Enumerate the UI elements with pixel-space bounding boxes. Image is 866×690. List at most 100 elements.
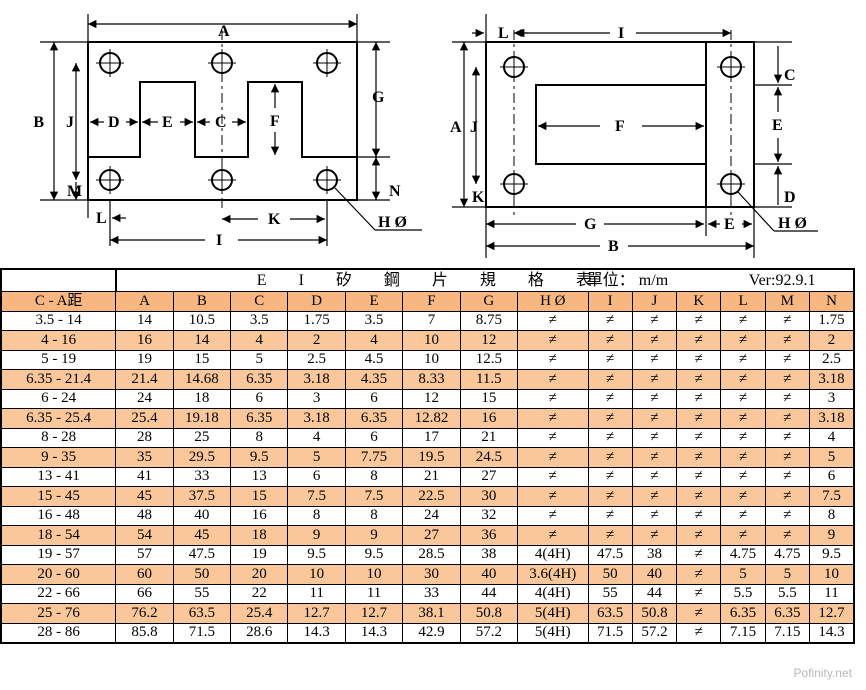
table-cell: 12.5 xyxy=(459,349,519,370)
table-cell: 4 xyxy=(230,330,289,351)
i-label-e: E xyxy=(772,117,783,134)
header-cell-c: C xyxy=(230,291,289,312)
i-dimension-lines xyxy=(452,14,818,258)
row-size-label: 16 - 48 xyxy=(0,505,117,526)
table-cell: ≠ xyxy=(517,427,589,448)
table-cell: 40 xyxy=(172,505,232,526)
table-cell: ≠ xyxy=(631,349,678,370)
table-cell: 6 xyxy=(344,427,404,448)
row-size-label: 5 - 19 xyxy=(0,349,117,370)
table-cell: ≠ xyxy=(587,330,633,351)
row-size-label: 3.5 - 14 xyxy=(0,310,117,331)
i-label-k: K xyxy=(472,189,485,206)
table-cell: ≠ xyxy=(676,505,722,526)
table-cell: 47.5 xyxy=(172,544,232,565)
table-cell: 16 xyxy=(115,330,174,351)
header-cell-f: F xyxy=(402,291,461,312)
row-size-label: 28 - 86 xyxy=(0,622,117,644)
table-cell: 2.5 xyxy=(809,349,855,370)
table-cell: 37.5 xyxy=(172,486,232,507)
table-cell: 7 xyxy=(402,310,461,331)
table-cell: 5 xyxy=(809,447,855,468)
table-cell: ≠ xyxy=(764,505,811,526)
table-cell: 50.8 xyxy=(631,603,678,624)
table-version: Ver:92.9.1 xyxy=(748,272,816,289)
table-cell: ≠ xyxy=(764,466,811,487)
table-cell: 3.5 xyxy=(230,310,289,331)
table-cell: 14.3 xyxy=(344,622,404,644)
table-cell: 9 xyxy=(809,525,855,546)
table-cell: 4 xyxy=(809,427,855,448)
header-cell-d: D xyxy=(287,291,346,312)
table-cell: 57.2 xyxy=(459,622,519,644)
table-cell: ≠ xyxy=(764,330,811,351)
header-cell-l: L xyxy=(720,291,766,312)
table-cell: ≠ xyxy=(764,408,811,429)
table-cell: ≠ xyxy=(587,388,633,409)
table-cell: 27 xyxy=(402,525,461,546)
table-cell: 3 xyxy=(287,388,346,409)
table-cell: 5(4H) xyxy=(517,603,589,624)
row-size-label: 6.35 - 21.4 xyxy=(0,369,117,390)
table-cell: 4.5 xyxy=(344,349,404,370)
table-cell: 7.15 xyxy=(764,622,811,644)
table-cell: 17 xyxy=(402,427,461,448)
e-hole-bottom-left xyxy=(96,166,124,194)
i-label-l: L xyxy=(498,25,509,42)
table-cell: 15 xyxy=(459,388,519,409)
table-cell: ≠ xyxy=(587,466,633,487)
table-cell: 10 xyxy=(402,349,461,370)
table-cell: 6.35 xyxy=(230,369,289,390)
table-cell: 2.5 xyxy=(287,349,346,370)
table-cell: ≠ xyxy=(517,330,589,351)
table-cell: ≠ xyxy=(720,349,766,370)
table-cell: ≠ xyxy=(676,408,722,429)
table-cell: 1.75 xyxy=(809,310,855,331)
table-cell: 24 xyxy=(402,505,461,526)
table-cell: ≠ xyxy=(631,408,678,429)
table-cell: ≠ xyxy=(517,310,589,331)
table-cell: 3.18 xyxy=(809,369,855,390)
table-cell: 14.68 xyxy=(172,369,232,390)
table-cell: 15 xyxy=(230,486,289,507)
table-cell: ≠ xyxy=(587,486,633,507)
table-cell: 10 xyxy=(344,564,404,585)
table-cell: 12.7 xyxy=(809,603,855,624)
table-cell: ≠ xyxy=(676,310,722,331)
table-cell: 28.6 xyxy=(230,622,289,644)
table-cell: ≠ xyxy=(587,447,633,468)
table-cell: 24.5 xyxy=(459,447,519,468)
table-cell: 22 xyxy=(230,583,289,604)
table-cell: 1.75 xyxy=(287,310,346,331)
table-corner-cell xyxy=(0,269,117,292)
table-cell: 33 xyxy=(172,466,232,487)
table-cell: 38.1 xyxy=(402,603,461,624)
row-size-label: 6.35 - 25.4 xyxy=(0,408,117,429)
table-cell: 76.2 xyxy=(115,603,174,624)
table-cell: 8.75 xyxy=(459,310,519,331)
i-label-d: D xyxy=(784,189,796,206)
table-cell: 18 xyxy=(172,388,232,409)
i-label-h: H Ø xyxy=(778,215,807,232)
table-cell: ≠ xyxy=(587,427,633,448)
table-cell: ≠ xyxy=(517,369,589,390)
header-cell-b: B xyxy=(172,291,232,312)
e-label-m: M xyxy=(67,183,82,200)
table-cell: 5 xyxy=(720,564,766,585)
e-label-j: J xyxy=(66,114,74,131)
table-cell: 50.8 xyxy=(459,603,519,624)
table-cell: 50 xyxy=(587,564,633,585)
table-cell: 4 xyxy=(287,427,346,448)
table-cell: ≠ xyxy=(676,349,722,370)
table-cell: 8.33 xyxy=(402,369,461,390)
e-label-d: D xyxy=(108,114,120,131)
table-cell: ≠ xyxy=(764,310,811,331)
i-label-g: G xyxy=(584,216,597,233)
e-lamination-drawing xyxy=(87,30,358,212)
